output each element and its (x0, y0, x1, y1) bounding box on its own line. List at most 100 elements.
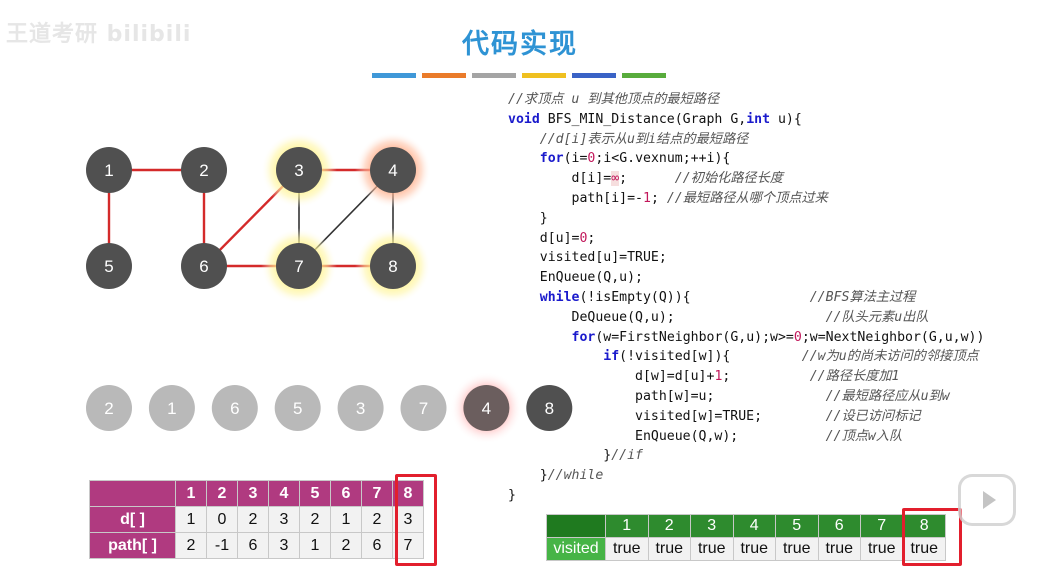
visited-cell: true (732, 537, 776, 561)
d-cell: 2 (299, 506, 331, 533)
code-token: (w=FirstNeighbor(G,u);w>= (595, 329, 794, 345)
vertex-label-2: 2 (199, 161, 208, 180)
queue-item-label: 6 (230, 399, 239, 418)
d-table-column-8-highlight (395, 474, 437, 566)
code-line: visited[u]=TRUE; (508, 248, 984, 268)
code-token: visited[w]=TRUE; (508, 408, 826, 424)
code-keyword: while (539, 289, 580, 305)
path-cell: -1 (206, 532, 238, 559)
title-color-bar (522, 73, 566, 78)
d-row: d[ ] 1 0 2 3 2 1 2 3 (89, 506, 424, 533)
code-token: ; (650, 190, 667, 206)
code-comment: //if (611, 448, 643, 464)
visited-cell: true (817, 537, 861, 561)
vertex-5 (86, 243, 132, 289)
code-keyword: void (508, 111, 540, 127)
d-table-header: 6 (330, 480, 362, 507)
video-play-button[interactable] (958, 474, 1016, 526)
code-comment: //顶点w入队 (825, 428, 903, 444)
code-keyword: int (746, 111, 771, 127)
path-row: path[ ] 2 -1 6 3 1 2 6 7 (89, 532, 424, 559)
d-table-header: 5 (299, 480, 331, 507)
code-line: d[u]=0; (508, 229, 984, 249)
code-token: 1 (642, 190, 651, 206)
code-keyword: for (539, 151, 564, 167)
vertex-label-5: 5 (104, 257, 113, 276)
queue-item-label: 2 (104, 399, 113, 418)
code-token: } (508, 487, 516, 503)
page-title: 代码实现 (462, 29, 578, 60)
d-table-header-row: 1 2 3 4 5 6 7 8 (89, 480, 424, 507)
queue-item-7 (400, 385, 447, 431)
vertex-label-1: 1 (104, 161, 113, 180)
code-comment: //w为u的尚未访问的邻接顶点 (801, 349, 979, 365)
code-token: EnQueue(Q,u); (508, 270, 643, 286)
code-token: path[i]=- (508, 190, 643, 206)
visited-header: 6 (817, 514, 861, 538)
d-table-corner (89, 480, 176, 507)
visited-header: 2 (647, 514, 691, 538)
code-comment: //BFS算法主过程 (809, 289, 916, 305)
vertex-label-8: 8 (388, 257, 397, 276)
queue-item-label: 8 (545, 399, 554, 418)
title-color-bar (472, 73, 516, 78)
code-token: d[i]= (508, 171, 612, 187)
code-token (508, 290, 540, 305)
code-comment: //初始化路径长度 (674, 171, 783, 187)
code-token: } (508, 210, 548, 226)
visited-cell: true (860, 537, 904, 561)
visited-table: 1 2 3 4 5 6 7 8 visited true true true t… (546, 514, 946, 561)
code-line: EnQueue(Q,u); (508, 268, 984, 288)
visited-cell: true (690, 537, 734, 561)
d-cell: 3 (268, 506, 300, 533)
code-line: }//if (508, 446, 984, 466)
d-cell: 1 (175, 506, 207, 533)
queue-item-label: 7 (419, 399, 428, 418)
d-row-label: d[ ] (89, 506, 176, 533)
vertex-label-4: 4 (388, 161, 397, 180)
code-line: visited[w]=TRUE; //设已访问标记 (508, 407, 984, 427)
d-cell: 2 (237, 506, 269, 533)
code-token: 1 (714, 369, 723, 385)
path-cell: 1 (299, 532, 331, 559)
queue-item-label: 4 (482, 399, 491, 418)
queue-item-3 (337, 385, 384, 431)
title-color-bar (422, 73, 466, 78)
path-cell: 2 (330, 532, 362, 559)
code-line: DeQueue(Q,u); //队头元素u出队 (508, 308, 984, 328)
code-token: DeQueue(Q,u); (508, 309, 826, 325)
code-token: 0 (793, 329, 802, 345)
code-token: u){ (770, 111, 802, 127)
code-comment: //while (547, 468, 604, 484)
visited-header: 3 (690, 514, 734, 538)
d-table-header: 1 (175, 480, 207, 507)
queue-item-label: 1 (167, 399, 176, 418)
vertex-4 (370, 147, 416, 193)
code-token: ; (587, 230, 596, 246)
code-line: //d[i]表示从u到i结点的最短路径 (508, 130, 984, 150)
path-cell: 6 (237, 532, 269, 559)
d-table-header: 7 (361, 480, 393, 507)
code-comment: //路径长度加1 (809, 369, 900, 385)
code-line: }//while (508, 466, 984, 486)
visited-cell: true (775, 537, 819, 561)
code-line: while(!isEmpty(Q)){ //BFS算法主过程 (508, 288, 984, 308)
queue-item-8 (526, 385, 573, 431)
play-icon (982, 491, 996, 509)
visited-header-row: 1 2 3 4 5 6 7 8 (546, 514, 946, 538)
code-token: (i= (563, 151, 588, 167)
code-line: for(w=FirstNeighbor(G,u);w>=0;w=NextNeig… (508, 328, 985, 348)
code-comment: //最短路径应从u到w (825, 388, 950, 404)
visited-row: visited true true true true true true tr… (546, 537, 946, 561)
d-table-header: 2 (206, 480, 238, 507)
code-token: ;i<G.vexnum;++i){ (595, 151, 731, 167)
code-keyword: if (603, 349, 620, 365)
code-token: } (508, 468, 548, 484)
code-line: EnQueue(Q,w); //顶点w入队 (508, 427, 984, 447)
queue-item-label: 3 (356, 399, 365, 418)
queue-item-5 (274, 385, 321, 431)
visited-table-corner (546, 514, 606, 538)
d-table-header: 3 (237, 480, 269, 507)
title-color-bar (622, 73, 666, 78)
